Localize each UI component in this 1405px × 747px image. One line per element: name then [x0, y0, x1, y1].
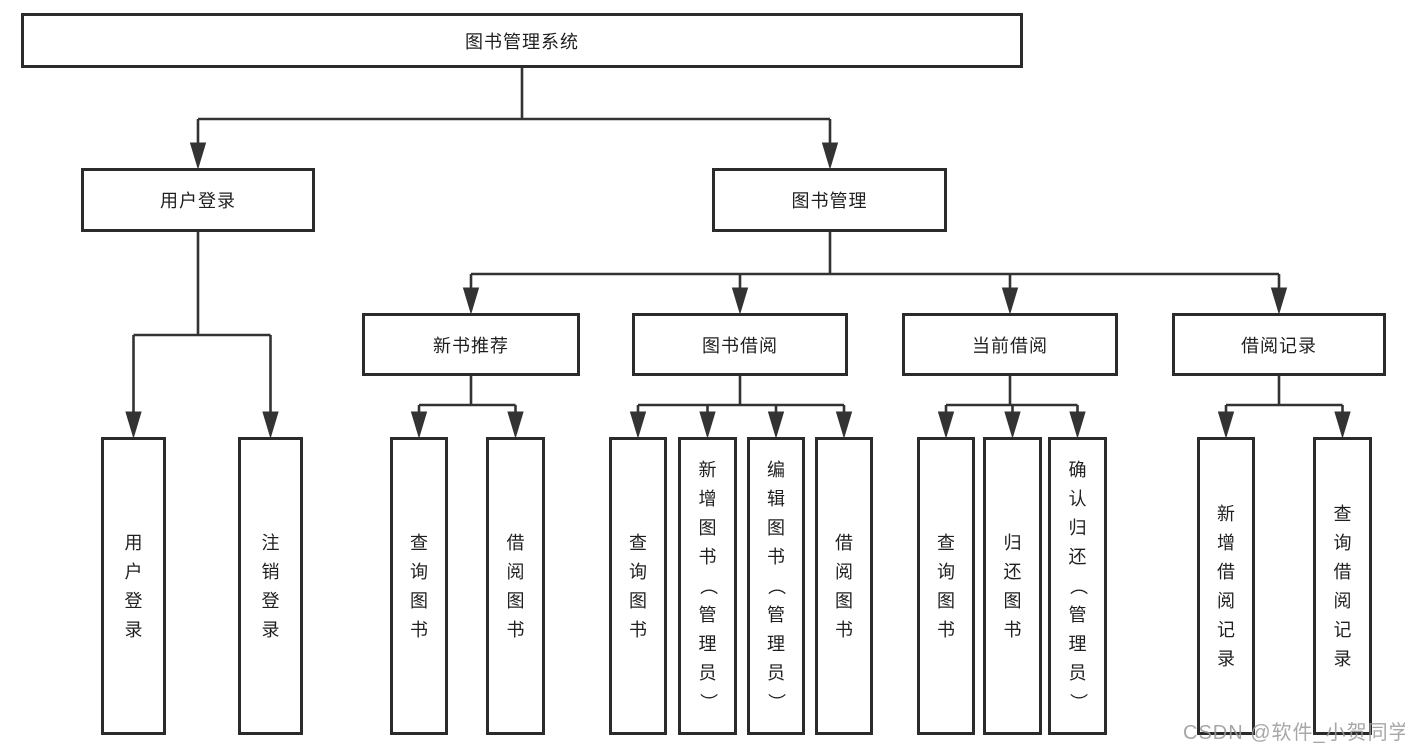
- node-label: 新增借阅记录: [1217, 503, 1235, 669]
- connector-book-borrowing-branch: [629, 376, 853, 439]
- node-root-library-system: 图书管理系统: [21, 13, 1023, 68]
- csdn-watermark: CSDN @软件_小贺同学: [1183, 722, 1405, 744]
- node-label: 查询借阅记录: [1333, 503, 1352, 669]
- node-book-borrowing: 图书借阅: [632, 313, 848, 376]
- leaf-borrowing-borrow-books: 借阅图书: [815, 437, 873, 735]
- leaf-logout: 注销登录: [238, 437, 303, 735]
- connector-book-management-branch: [462, 232, 1288, 315]
- node-label: 归还图书: [1003, 532, 1022, 640]
- node-label: 新书推荐: [433, 335, 509, 356]
- node-label: 借阅图书: [835, 532, 853, 640]
- node-new-book-recommend: 新书推荐: [362, 313, 580, 376]
- node-label: 用户登录: [124, 532, 143, 640]
- connector-current-borrowing-branch: [937, 376, 1086, 439]
- leaf-records-add-record: 新增借阅记录: [1197, 437, 1255, 735]
- node-label: 当前借阅: [972, 335, 1048, 356]
- node-book-management: 图书管理: [712, 168, 947, 232]
- node-label: 确认归还（管理员）: [1067, 460, 1088, 711]
- leaf-newbook-query-books: 查询图书: [390, 437, 448, 735]
- connector-new-book-branch: [410, 376, 524, 439]
- node-label: 注销登录: [261, 532, 280, 640]
- leaf-borrowing-edit-books-admin: 编辑图书（管理员）: [747, 437, 805, 735]
- node-label: 借阅图书: [506, 532, 525, 640]
- leaf-borrowing-query-books: 查询图书: [609, 437, 667, 735]
- node-label: 查询图书: [629, 532, 647, 640]
- leaf-current-return-books: 归还图书: [983, 437, 1042, 735]
- node-current-borrowing: 当前借阅: [902, 313, 1118, 376]
- node-label: 查询图书: [410, 532, 428, 640]
- leaf-user-login: 用户登录: [101, 437, 166, 735]
- node-borrow-records: 借阅记录: [1172, 313, 1386, 376]
- connector-root-to-level2: [189, 68, 839, 170]
- node-label: 图书管理: [791, 191, 868, 211]
- leaf-newbook-borrow-books: 借阅图书: [486, 437, 545, 735]
- node-user-login: 用户登录: [81, 168, 315, 232]
- node-label: 借阅记录: [1241, 335, 1317, 356]
- leaf-borrowing-add-books-admin: 新增图书（管理员）: [678, 437, 737, 735]
- connector-borrow-records-branch: [1217, 376, 1351, 439]
- node-label: 用户登录: [160, 191, 236, 211]
- node-label: 查询图书: [937, 532, 955, 640]
- node-label: 图书借阅: [702, 335, 778, 356]
- node-label: 图书管理系统: [465, 31, 579, 52]
- connector-user-login-branch: [125, 232, 279, 439]
- node-label: 新增图书（管理员）: [697, 460, 718, 711]
- leaf-records-query-record: 查询借阅记录: [1313, 437, 1372, 735]
- leaf-current-confirm-return-admin: 确认归还（管理员）: [1048, 437, 1107, 735]
- node-label: 编辑图书（管理员）: [766, 460, 786, 711]
- leaf-current-query-books: 查询图书: [917, 437, 975, 735]
